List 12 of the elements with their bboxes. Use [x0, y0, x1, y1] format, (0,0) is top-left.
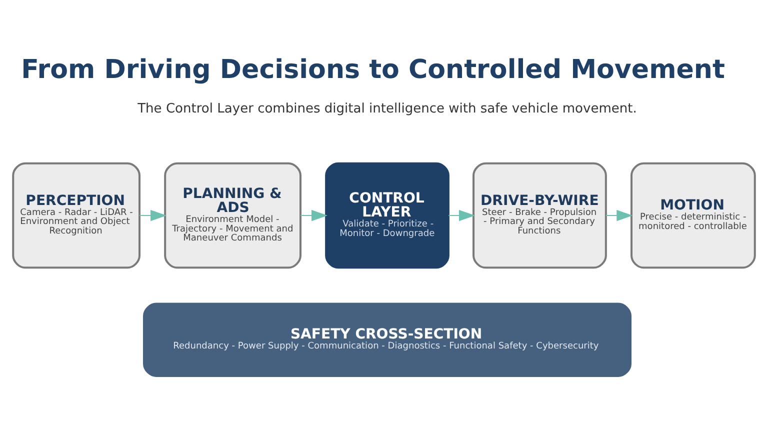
node-box: CONTROL LAYER Validate - Prioritize - Monitor - Downgrade	[325, 162, 450, 269]
arrow	[300, 210, 328, 222]
node-box: MOTION Precise - deterministic - monitored - controllable	[630, 162, 756, 269]
label: The Control Layer combines digital intelligence with safe vehicle movement.	[138, 102, 637, 117]
arrow	[448, 210, 476, 222]
diagram-title: From Driving Decisions to Controlled Movement	[21, 54, 725, 85]
node-box: SAFETY CROSS-SECTION Redundancy - Power Supply - Communication - Diagnostics - Functional Safety - Cybersecurity	[143, 302, 632, 377]
arrow	[606, 210, 633, 222]
node-box: PLANNING & ADS Environment Model - Trajectory - Movement and Maneuver Commands	[164, 162, 302, 269]
node-box: DRIVE-BY-WIRE Steer - Brake - Propulsion - Primary and Secondary Functions	[472, 162, 607, 269]
arrow	[140, 210, 167, 222]
node-box: PERCEPTION Camera - Radar - LiDAR - Environment and Object Recognition	[12, 162, 141, 269]
